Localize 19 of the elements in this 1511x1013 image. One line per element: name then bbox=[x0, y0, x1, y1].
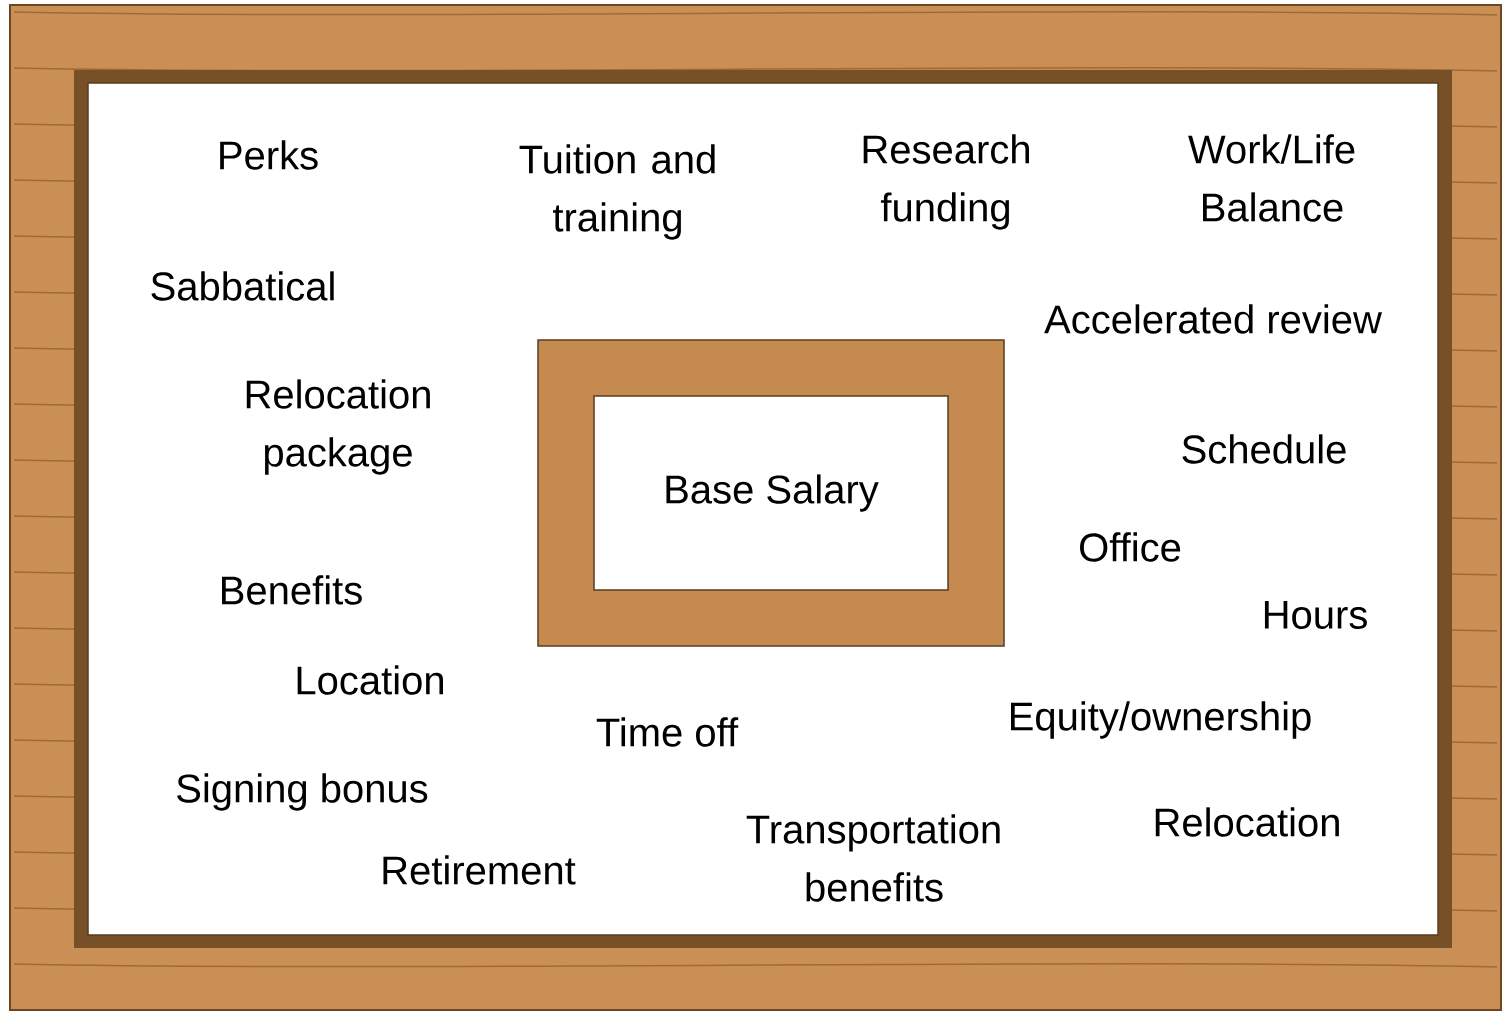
label: Hours bbox=[1264, 601, 1367, 629]
label: Perks bbox=[220, 140, 318, 170]
label: Equity/ownership bbox=[1011, 701, 1311, 739]
label: Transportation benefits bbox=[746, 814, 1000, 902]
label: Work/Life Balance bbox=[1188, 134, 1355, 222]
framed-box: Base Salary bbox=[537, 339, 1005, 647]
label: Research funding bbox=[863, 134, 1029, 230]
label: Time off bbox=[596, 717, 739, 747]
label: Relocation bbox=[1155, 807, 1339, 837]
label: Relocation package bbox=[246, 379, 430, 475]
label: Sabbatical bbox=[151, 271, 334, 301]
label: Accelerated review bbox=[1044, 304, 1382, 334]
label: Signing bonus bbox=[177, 773, 428, 811]
label: Schedule bbox=[1182, 434, 1346, 464]
label: Retirement bbox=[383, 855, 576, 885]
label: Office bbox=[1080, 532, 1181, 562]
label: Benefits bbox=[222, 575, 362, 605]
label: Tuition and training bbox=[519, 144, 715, 240]
label: Location bbox=[297, 665, 443, 695]
